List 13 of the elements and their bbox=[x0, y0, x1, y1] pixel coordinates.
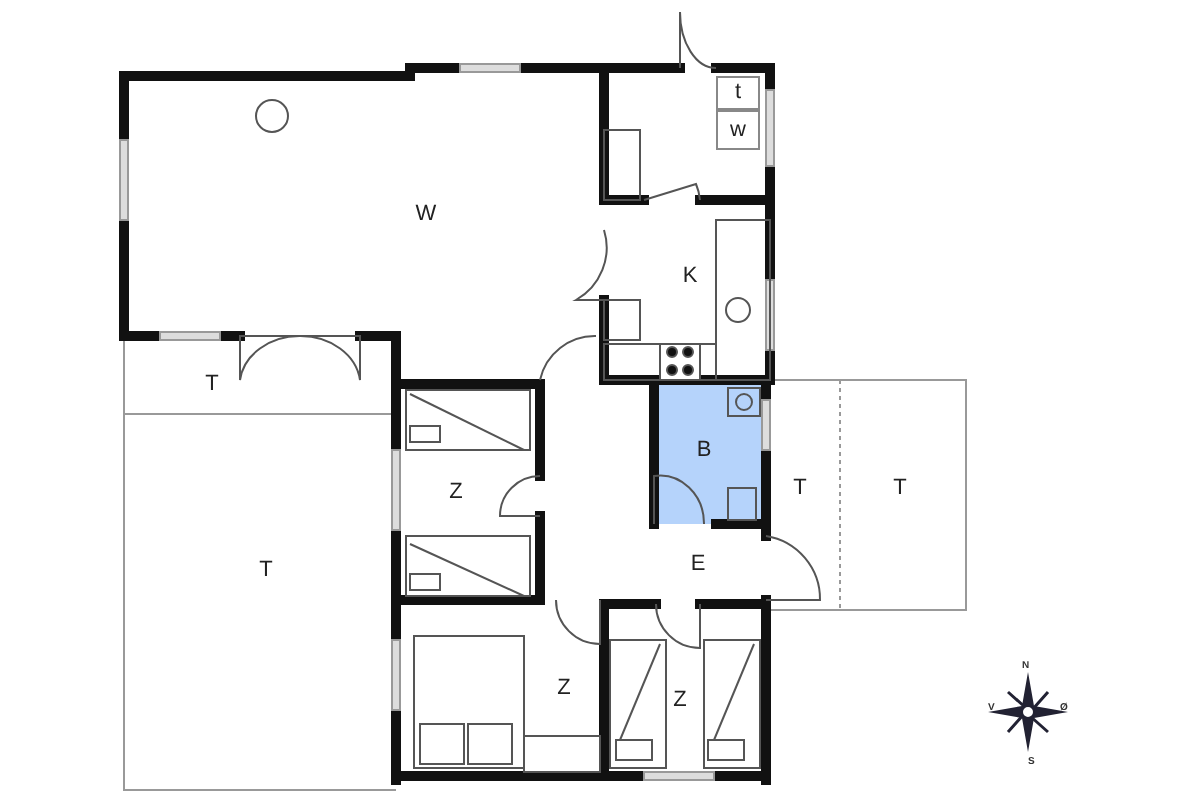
room-label: Z bbox=[557, 677, 571, 699]
room-label: K bbox=[682, 265, 698, 287]
cupboard-box: t bbox=[716, 76, 760, 110]
room-label: T bbox=[205, 373, 219, 395]
room-label: T bbox=[259, 559, 273, 581]
room-label: T bbox=[793, 477, 807, 499]
room-label: Z bbox=[449, 481, 463, 503]
room-label: B bbox=[696, 439, 712, 461]
room-label: T bbox=[893, 477, 907, 499]
room-label: W bbox=[415, 203, 437, 225]
cupboard-box: w bbox=[716, 110, 760, 150]
room-label: E bbox=[690, 553, 706, 575]
room-label: Z bbox=[673, 689, 687, 711]
